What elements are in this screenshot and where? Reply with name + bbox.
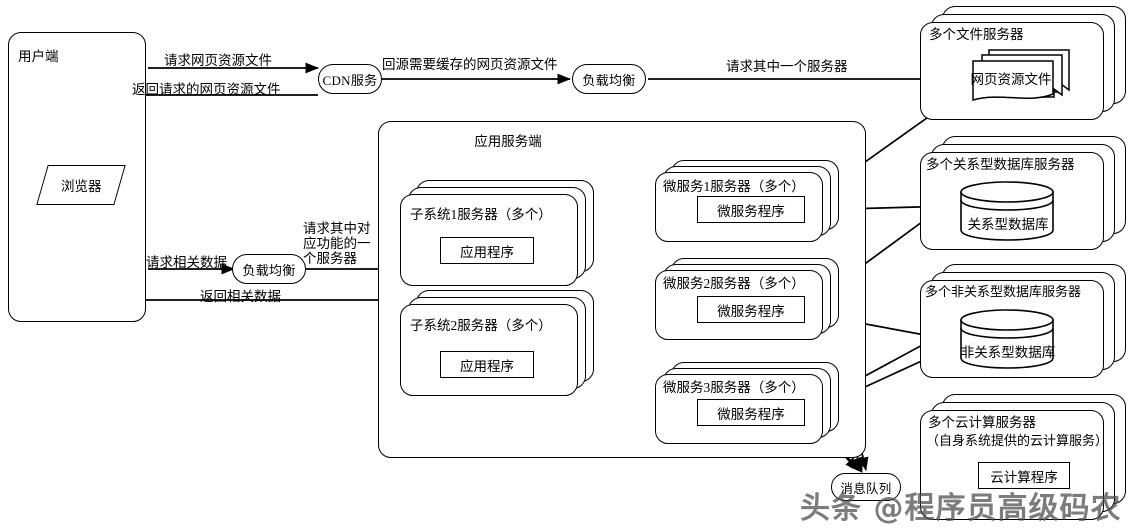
load-balancer-2-node[interactable]: 负载均衡 [232,254,306,284]
subsystem-1-title: 子系统1服务器（多个） [410,207,552,222]
watermark: 头条 @程序员高级码农 [800,491,1122,526]
browser-label: 浏览器 [60,179,102,194]
cdn-service-node[interactable]: CDN服务 [318,64,382,94]
microservice-3-title: 微服务3服务器（多个） [663,380,805,395]
nosql-db-inner-label: 非关系型数据库 [960,345,1056,360]
microservice-3-program[interactable]: 微服务程序 [697,399,805,426]
cdn-service-label: CDN服务 [322,72,378,88]
flow-label-return-web-assets: 返回请求的网页资源文件 [132,82,281,97]
relational-db-title: 多个关系型数据库服务器 [926,157,1075,172]
microservice-1-program[interactable]: 微服务程序 [697,196,805,223]
flow-label-request-data: 请求相关数据 [146,255,227,270]
file-server-inner-label: 网页资源文件 [970,72,1052,87]
database-cylinder-icon-nosql [960,309,1054,369]
microservice-1-title: 微服务1服务器（多个） [663,179,805,194]
cloud-compute-program[interactable]: 云计算程序 [978,462,1070,489]
subsystem-1-program[interactable]: 应用程序 [440,237,534,264]
nosql-db-title: 多个非关系型数据库服务器 [925,284,1082,299]
subsystem-2-title: 子系统2服务器（多个） [410,318,552,333]
message-queue-label: 消息队列 [840,481,892,496]
cloud-compute-title: 多个云计算服务器 [928,415,1036,430]
browser-node[interactable]: 浏览器 [36,165,126,205]
load-balancer-1-node[interactable]: 负载均衡 [572,64,646,94]
flow-label-origin-cache: 回源需要缓存的网页资源文件 [382,57,558,72]
app-server-title: 应用服务端 [474,134,542,149]
message-queue-node[interactable]: 消息队列 [831,473,901,501]
relational-db-inner-label: 关系型数据库 [967,217,1049,232]
subsystem-2-card-front[interactable] [400,304,578,396]
microservice-2-program[interactable]: 微服务程序 [697,296,805,323]
client-label: 用户端 [18,49,59,64]
document-icon [972,49,1070,101]
flow-label-request-one-server: 请求其中一个服务器 [726,59,848,74]
flow-label-request-web-assets: 请求网页资源文件 [164,53,272,68]
flow-label-request-feature-server: 请求其中对应功能的一个服务器 [303,221,371,267]
microservice-2-title: 微服务2服务器（多个） [663,276,805,291]
load-balancer-2-label: 负载均衡 [242,262,296,278]
flow-label-return-data: 返回相关数据 [200,289,281,304]
database-cylinder-icon-relational [960,181,1054,241]
cloud-compute-subtitle: （自身系统提供的云计算服务） [926,433,1109,448]
load-balancer-1-label: 负载均衡 [582,72,636,88]
file-server-title: 多个文件服务器 [929,27,1024,42]
subsystem-1-stack [400,180,596,288]
subsystem-2-program[interactable]: 应用程序 [440,351,534,378]
subsystem-2-stack [400,290,596,398]
